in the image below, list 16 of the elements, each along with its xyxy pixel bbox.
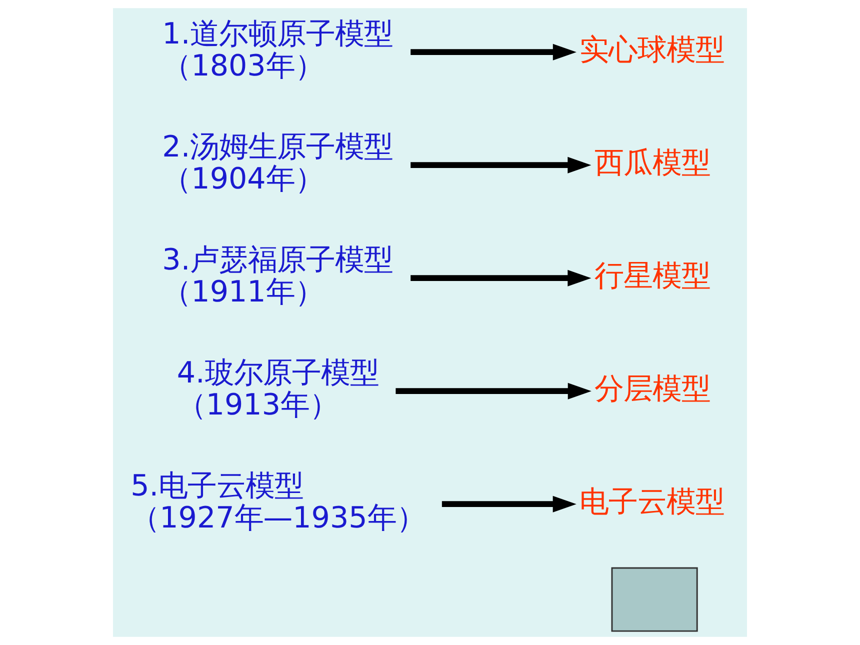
node-text: 1.道尔顿原子模型 （1803年） <box>162 16 394 83</box>
arrow <box>442 496 576 512</box>
arrow <box>396 382 592 400</box>
arrow <box>410 156 592 174</box>
node-box <box>611 567 698 632</box>
node-text: 电子云模型 <box>580 484 725 518</box>
node-text: 分层模型 <box>594 371 710 406</box>
arrow <box>410 44 576 60</box>
node-text: 行星模型 <box>594 258 710 292</box>
node-text: 西瓜模型 <box>594 145 710 180</box>
node-text: 4.玻尔原子模型 （1913年） <box>176 355 379 422</box>
node-text: 3.卢瑟福原子模型 （1911年） <box>162 242 394 309</box>
arrow <box>410 270 592 286</box>
node-text: 5.电子云模型 （1927年—1935年） <box>130 468 426 535</box>
node-text: 2.汤姆生原子模型 （1904年） <box>162 129 394 196</box>
node-text: 实心球模型 <box>580 32 725 66</box>
